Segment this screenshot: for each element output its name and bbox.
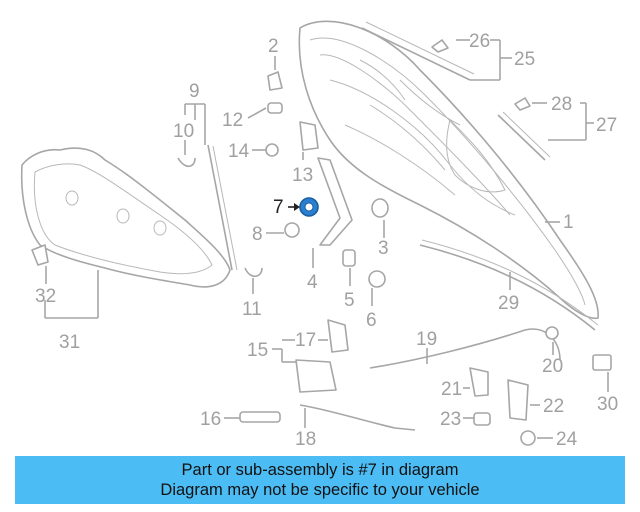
hood-components	[31, 21, 612, 446]
callout-9: 9	[189, 81, 200, 102]
callout-11: 11	[242, 299, 262, 320]
callout-21: 21	[441, 379, 462, 400]
callout-29: 29	[498, 293, 519, 314]
callout-3: 3	[378, 238, 389, 259]
callout-28: 28	[551, 94, 572, 115]
callout-20: 20	[542, 356, 563, 377]
callout-7: 7	[273, 197, 284, 218]
callout-8: 8	[252, 224, 263, 245]
callout-31: 31	[59, 332, 80, 353]
callout-26: 26	[469, 31, 490, 52]
callout-19: 19	[416, 329, 437, 350]
hood-insulator	[20, 147, 231, 288]
highlighted-part-7	[299, 197, 319, 217]
callout-15: 15	[247, 340, 268, 361]
callout-30: 30	[597, 394, 618, 415]
callout-18: 18	[295, 429, 316, 450]
callout-6: 6	[366, 310, 377, 331]
leader-lines	[44, 39, 609, 439]
callout-16: 16	[200, 409, 221, 430]
callout-22: 22	[543, 396, 564, 417]
callout-17: 17	[295, 330, 316, 351]
callout-4: 4	[307, 272, 318, 293]
hood-panel	[298, 20, 599, 320]
callout-23: 23	[440, 409, 461, 430]
parts-diagram: 1 2 3 4 5 6 7 8 9 10 11 12 13 14 15 16 1…	[20, 20, 618, 450]
callout-25: 25	[514, 49, 535, 70]
banner-line-1: Part or sub-assembly is #7 in diagram	[181, 461, 459, 479]
callout-12: 12	[222, 110, 243, 131]
banner-line-2: Diagram may not be specific to your vehi…	[160, 481, 480, 499]
callout-10: 10	[173, 121, 194, 142]
callout-14: 14	[228, 141, 250, 162]
callout-24: 24	[556, 429, 578, 450]
callout-13: 13	[292, 165, 313, 186]
callout-32: 32	[35, 286, 56, 307]
info-banner: Part or sub-assembly is #7 in diagram Di…	[15, 456, 625, 504]
callout-5: 5	[344, 290, 355, 311]
callout-27: 27	[596, 115, 617, 136]
callout-2: 2	[268, 36, 279, 57]
callout-labels: 1 2 3 4 5 6 7 8 9 10 11 12 13 14 15 16 1…	[35, 31, 618, 450]
callout-1: 1	[563, 212, 574, 233]
